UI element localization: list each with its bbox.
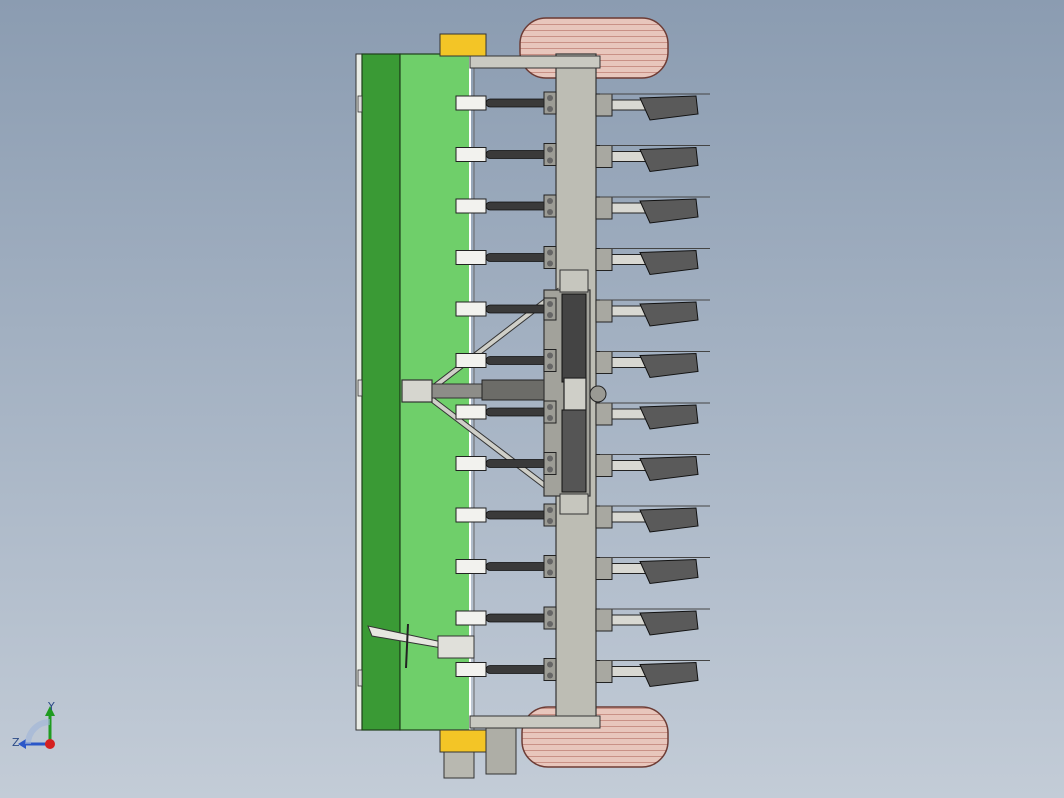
row-unit xyxy=(455,297,710,327)
row-unit xyxy=(455,194,710,224)
row-units xyxy=(455,91,710,688)
row-unit xyxy=(455,400,710,430)
row-unit xyxy=(455,452,710,482)
yellow-bracket-bottom xyxy=(439,729,487,753)
coordinate-triad: Y Z xyxy=(8,700,68,760)
row-unit xyxy=(455,503,710,533)
row-unit xyxy=(455,91,710,121)
marker-lever xyxy=(367,623,475,669)
yellow-bracket-top xyxy=(439,33,487,57)
triad-arrows xyxy=(18,706,55,749)
row-unit xyxy=(455,143,710,173)
row-unit xyxy=(455,246,710,276)
y-axis-label: Y xyxy=(48,700,55,713)
z-axis-label: Z xyxy=(12,736,20,749)
row-unit xyxy=(455,658,710,688)
row-unit xyxy=(455,555,710,585)
row-unit xyxy=(455,606,710,636)
row-unit xyxy=(455,349,710,379)
